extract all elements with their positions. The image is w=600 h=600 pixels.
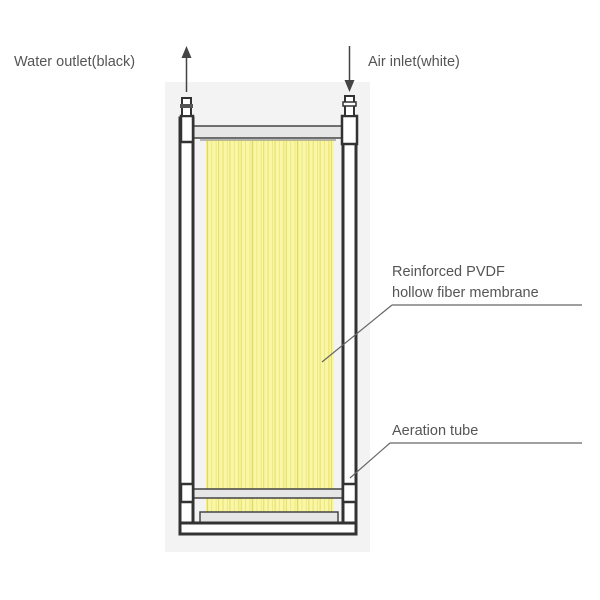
aeration-leader-line — [349, 442, 582, 479]
top-left-joint — [179, 114, 195, 144]
bottom-left-joint — [179, 482, 195, 504]
membrane-fibers — [206, 141, 332, 520]
aeration-tube — [191, 488, 345, 499]
air-inlet-label: Air inlet(white) — [368, 54, 460, 70]
membrane-fill — [206, 140, 334, 520]
left-frame-column — [178, 116, 195, 536]
top-right-joint — [340, 114, 359, 146]
membrane-label-line1: Reinforced PVDF — [392, 264, 505, 280]
right-frame-column — [341, 116, 358, 536]
water-outlet-label: Water outlet(black) — [14, 54, 135, 70]
bottom-right-joint — [341, 482, 358, 504]
water-outlet-nozzle — [180, 97, 193, 117]
aeration-tube-label: Aeration tube — [392, 423, 478, 439]
hollow-fiber-bundle — [206, 140, 334, 520]
water-outlet-arrow-icon — [181, 46, 192, 92]
bottom-frame-bar — [178, 521, 358, 536]
top-header-pipe — [191, 125, 345, 139]
air-inlet-arrow-icon — [344, 46, 355, 92]
air-inlet-nozzle — [342, 95, 357, 117]
membrane-leader-line — [321, 304, 582, 363]
membrane-label-line2: hollow fiber membrane — [392, 285, 539, 301]
bottom-header-pipe — [199, 511, 339, 524]
